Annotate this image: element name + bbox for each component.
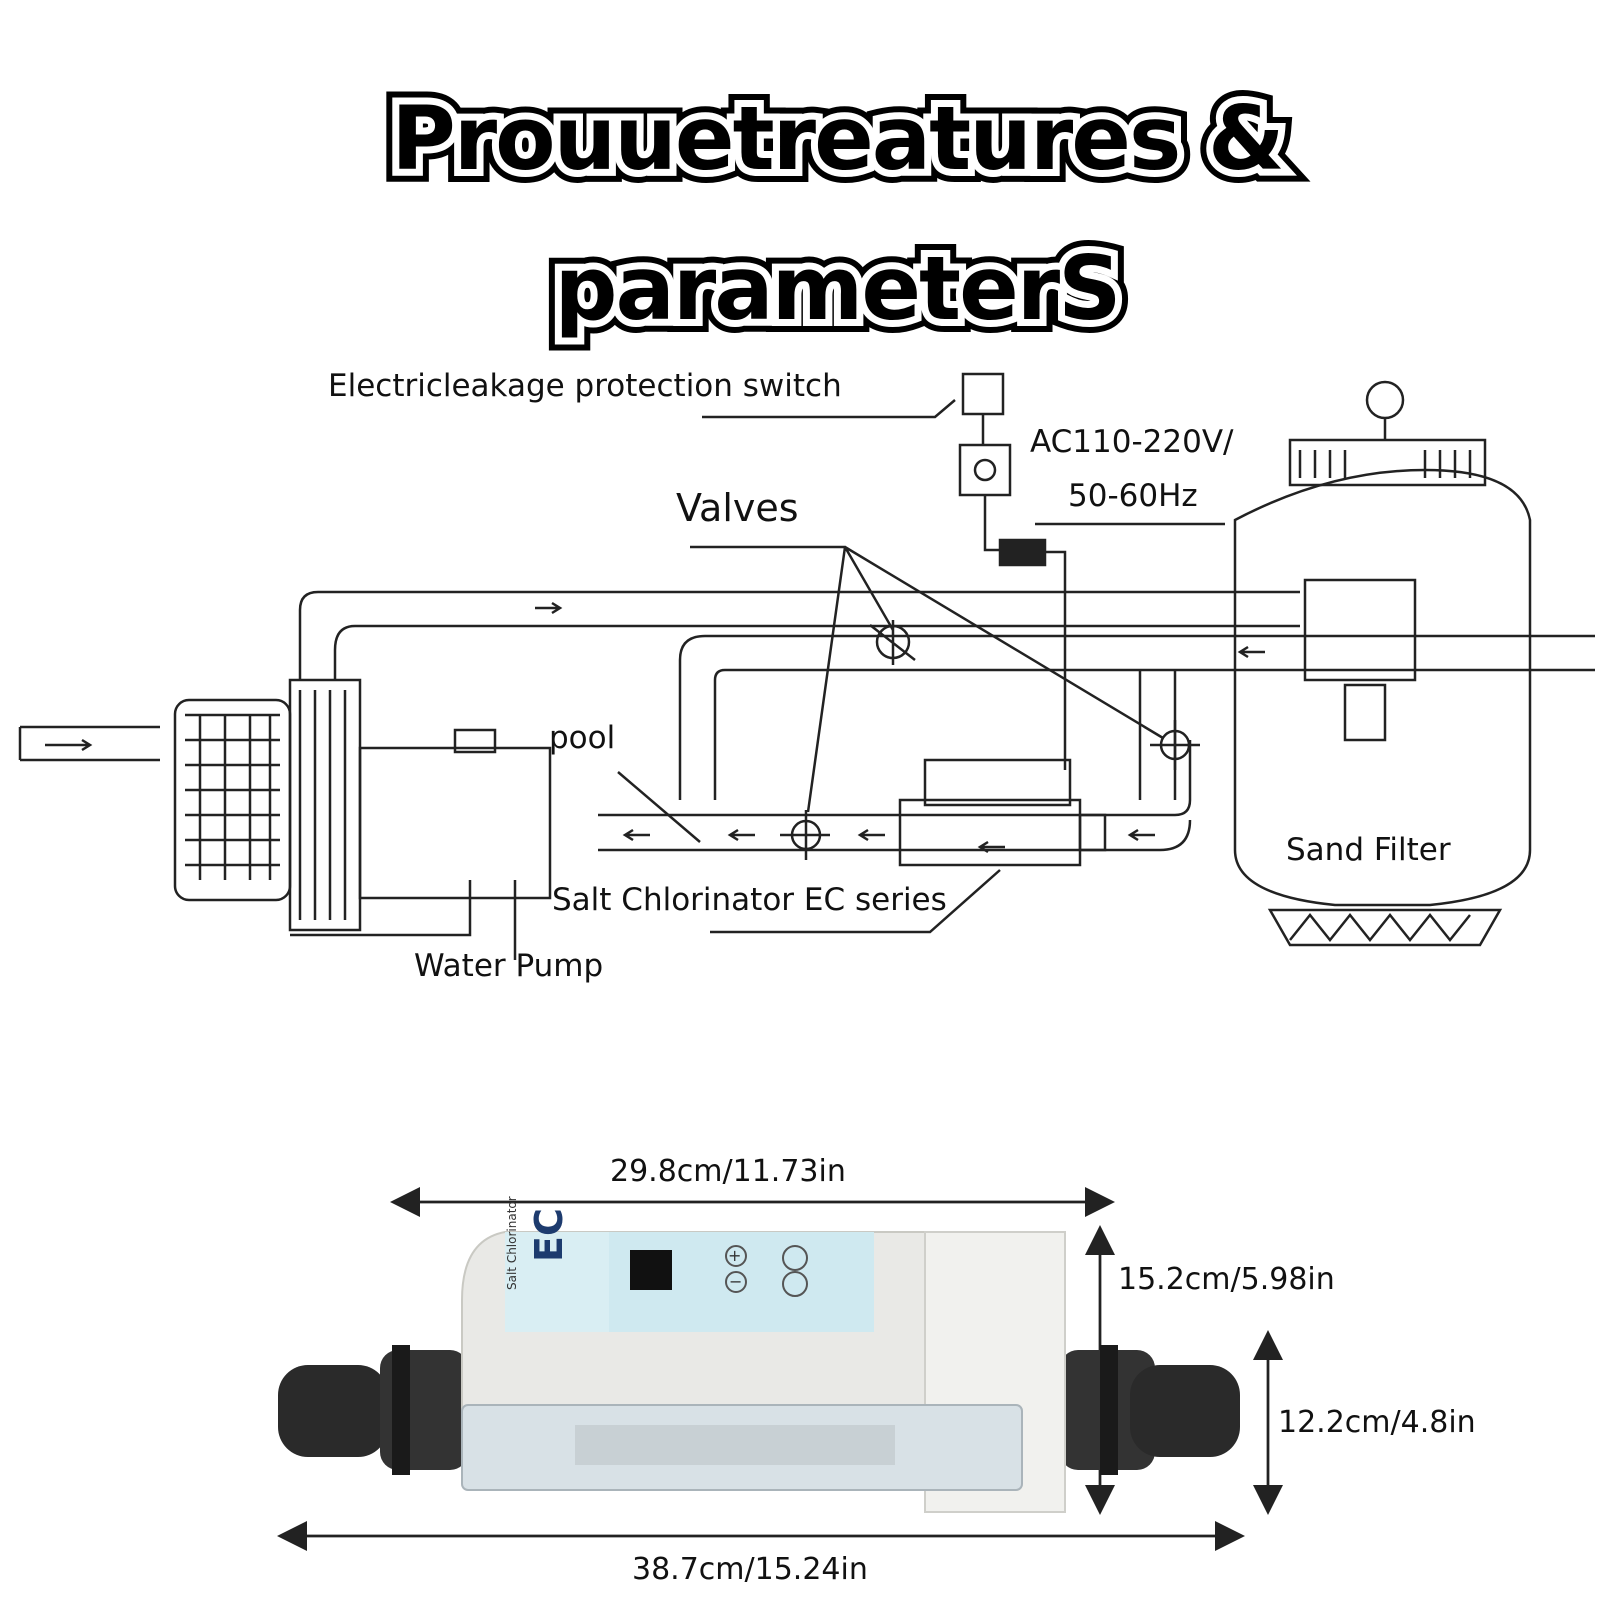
page-title-text: Prouuetreatures & parameterS	[391, 87, 1284, 340]
salt-chlorinator-label: Salt Chlorinator EC series	[552, 882, 947, 918]
page-title: Prouuetreatures & parameterS Prouuetreat…	[112, 64, 1562, 353]
chlorinator-housing: + −	[461, 1231, 1066, 1514]
bypass-pipe	[678, 634, 1595, 800]
top-width-dimension: 29.8cm/11.73in	[610, 1154, 846, 1189]
page-title-inner: Prouuetreatures & parameterS	[384, 80, 1291, 347]
right-pipe-fitting	[1060, 1345, 1240, 1475]
sand-filter-label: Sand Filter	[1286, 832, 1451, 868]
sand-filter-tank	[1233, 468, 1532, 907]
page-title-outline: Prouuetreatures & parameterS	[378, 74, 1297, 353]
svg-text:+: +	[728, 1246, 741, 1265]
total-length-dimension: 38.7cm/15.24in	[632, 1552, 868, 1587]
pool-pipe	[598, 740, 1192, 852]
voltage-label-line1: AC110-220V/	[1030, 424, 1234, 460]
pool-label: pool	[549, 720, 616, 756]
inlet-pipe	[18, 725, 160, 762]
height-dimension: 15.2cm/5.98in	[1118, 1262, 1335, 1297]
valves-label: Valves	[676, 486, 799, 530]
svg-text:−: −	[729, 1272, 742, 1291]
water-pump-label: Water Pump	[414, 948, 604, 984]
leakage-switch-label: Electricleakage protection switch	[328, 368, 842, 404]
voltage-label-line2: 50-60Hz	[1068, 478, 1198, 514]
device-brand-text: EC	[527, 1208, 571, 1262]
top-pipe	[298, 590, 1300, 680]
device-subtitle-text: Salt Chlorinator	[505, 1196, 519, 1290]
pipe-height-dimension: 12.2cm/4.8in	[1278, 1405, 1476, 1440]
left-pipe-fitting	[278, 1345, 468, 1475]
